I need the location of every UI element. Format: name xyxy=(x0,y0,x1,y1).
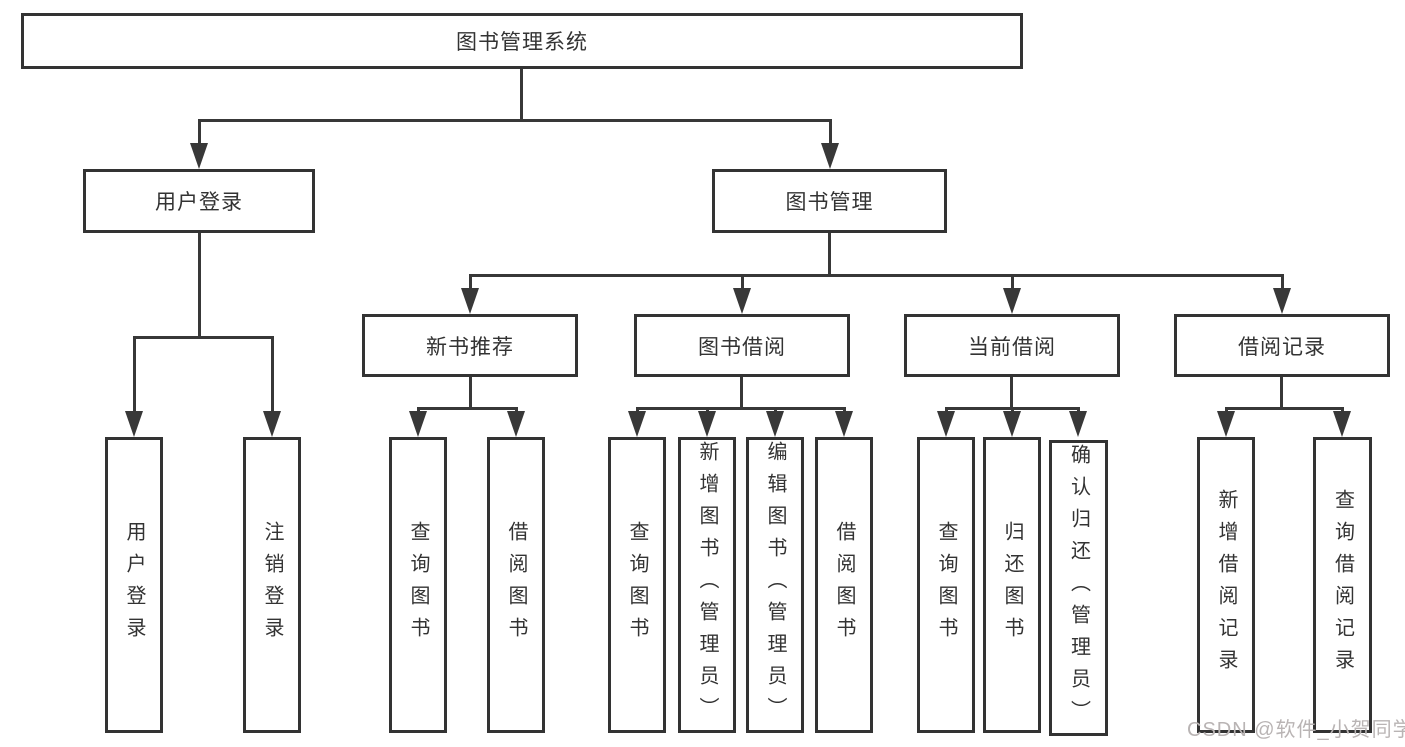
connector-segment xyxy=(469,377,472,407)
node-library-management-system: 图书管理系统 xyxy=(21,13,1023,69)
connector-segment xyxy=(1341,407,1344,413)
connector-arrowhead xyxy=(733,288,751,314)
connector-arrowhead xyxy=(461,288,479,314)
node-borrowing-records: 借阅记录 xyxy=(1174,314,1390,377)
leaf-add-borrow-record: 新增借阅记录 xyxy=(1197,437,1255,733)
connector-segment xyxy=(1225,407,1344,410)
connector-segment xyxy=(133,336,274,339)
connector-segment xyxy=(520,68,523,119)
connector-segment xyxy=(741,274,744,290)
connector-segment xyxy=(1077,407,1080,413)
connector-arrowhead xyxy=(937,411,955,437)
node-label: 新增图书（管理员） xyxy=(696,441,718,729)
node-label: 借阅图书 xyxy=(505,521,527,649)
node-label: 查询图书 xyxy=(935,521,957,649)
connector-segment xyxy=(198,233,201,336)
connector-segment xyxy=(1011,407,1014,413)
node-label: 编辑图书（管理员） xyxy=(764,441,786,729)
connector-segment xyxy=(271,336,274,413)
connector-arrowhead xyxy=(1069,411,1087,437)
connector-segment xyxy=(469,274,472,290)
connector-arrowhead xyxy=(1003,411,1021,437)
connector-arrowhead xyxy=(1003,288,1021,314)
node-label: 用户登录 xyxy=(123,521,145,649)
connector-segment xyxy=(417,407,420,413)
node-new-book-recommendation: 新书推荐 xyxy=(362,314,578,377)
connector-arrowhead xyxy=(835,411,853,437)
connector-arrowhead xyxy=(409,411,427,437)
leaf-query-books-current: 查询图书 xyxy=(917,437,975,733)
csdn-watermark: CSDN @软件_小贺同学 xyxy=(1187,719,1405,741)
node-label: 用户登录 xyxy=(155,191,243,214)
connector-segment xyxy=(198,119,832,122)
connector-arrowhead xyxy=(1273,288,1291,314)
connector-segment xyxy=(706,407,709,413)
connector-segment xyxy=(1281,274,1284,290)
connector-segment xyxy=(945,407,948,413)
leaf-logout: 注销登录 xyxy=(243,437,301,733)
node-label: 借阅图书 xyxy=(833,521,855,649)
node-label: 新书推荐 xyxy=(426,335,514,359)
leaf-borrow-books-recommend: 借阅图书 xyxy=(487,437,545,733)
connector-segment xyxy=(198,119,201,146)
node-label: 当前借阅 xyxy=(968,335,1056,359)
node-label: 查询图书 xyxy=(407,521,429,649)
connector-segment xyxy=(1010,377,1013,407)
connector-segment xyxy=(1225,407,1228,413)
node-label: 图书管理系统 xyxy=(456,31,588,54)
node-user-login: 用户登录 xyxy=(83,169,315,233)
node-label: 新增借阅记录 xyxy=(1215,489,1237,681)
connector-arrowhead xyxy=(766,411,784,437)
node-label: 确认归还（管理员） xyxy=(1067,444,1090,732)
connector-arrowhead xyxy=(263,411,281,437)
leaf-query-books-borrowing: 查询图书 xyxy=(608,437,666,733)
node-book-borrowing: 图书借阅 xyxy=(634,314,850,377)
connector-segment xyxy=(1011,274,1014,290)
leaf-confirm-return-admin: 确认归还（管理员） xyxy=(1049,440,1108,736)
leaf-borrow-books: 借阅图书 xyxy=(815,437,873,733)
connector-arrowhead xyxy=(1333,411,1351,437)
leaf-query-books-recommend: 查询图书 xyxy=(389,437,447,733)
node-label: 图书管理 xyxy=(785,191,874,214)
connector-segment xyxy=(843,407,846,413)
node-label: 查询借阅记录 xyxy=(1331,489,1354,681)
connector-segment xyxy=(636,407,846,410)
connector-segment xyxy=(774,407,777,413)
connector-segment xyxy=(515,407,518,413)
connector-arrowhead xyxy=(628,411,646,437)
node-current-borrowing: 当前借阅 xyxy=(904,314,1120,377)
connector-segment xyxy=(417,407,518,410)
leaf-user-login: 用户登录 xyxy=(105,437,163,733)
connector-segment xyxy=(133,336,136,413)
connector-arrowhead xyxy=(507,411,525,437)
connector-arrowhead xyxy=(1217,411,1235,437)
connector-segment xyxy=(740,377,743,407)
connector-arrowhead xyxy=(698,411,716,437)
node-label: 注销登录 xyxy=(261,521,283,649)
connector-segment xyxy=(636,407,639,413)
leaf-edit-books-admin: 编辑图书（管理员） xyxy=(746,437,804,733)
leaf-return-books: 归还图书 xyxy=(983,437,1041,733)
connector-arrowhead xyxy=(190,143,208,169)
connector-segment xyxy=(1280,377,1283,407)
node-label: 查询图书 xyxy=(626,521,648,649)
node-book-management: 图书管理 xyxy=(712,169,947,233)
connector-segment xyxy=(829,119,832,146)
node-label: 借阅记录 xyxy=(1238,335,1326,359)
node-label: 图书借阅 xyxy=(698,335,786,359)
leaf-query-borrow-record: 查询借阅记录 xyxy=(1313,437,1372,733)
node-label: 归还图书 xyxy=(1001,521,1023,649)
connector-segment xyxy=(828,233,831,274)
connector-arrowhead xyxy=(821,143,839,169)
connector-arrowhead xyxy=(125,411,143,437)
connector-segment xyxy=(469,274,1284,277)
leaf-add-books-admin: 新增图书（管理员） xyxy=(678,437,736,733)
